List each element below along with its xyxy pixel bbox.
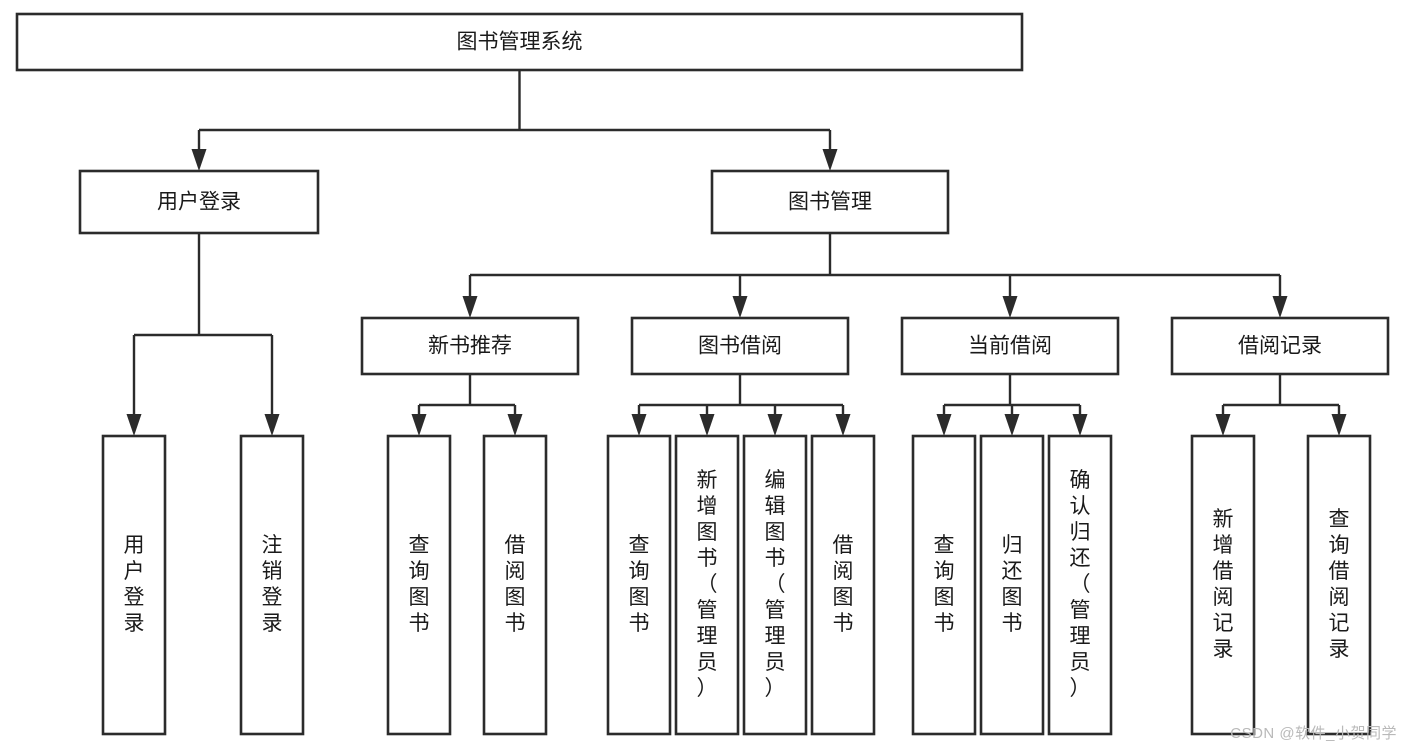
node-label-newbook: 新书推荐 (428, 335, 512, 358)
node-current[interactable]: 当前借阅 (900, 316, 1120, 376)
arrow-head-icon (835, 414, 851, 436)
node-label-leaf-borrow-lend: 借阅图书 (833, 534, 854, 635)
node-leaf-current-return[interactable]: 归还图书 (979, 434, 1045, 736)
node-leaf-new-borrow[interactable]: 借阅图书 (482, 434, 548, 736)
connector-group-login (126, 233, 280, 436)
watermark-text: CSDN @软件_小贺同学 (1230, 725, 1397, 742)
nodes-layer: 图书管理系统用户登录图书管理新书推荐图书借阅当前借阅借阅记录用户登录注销登录查询… (15, 12, 1390, 736)
node-box-leaf-user-logout[interactable] (239, 434, 305, 736)
arrow-head-icon (126, 414, 142, 436)
node-box-borrow[interactable] (630, 316, 850, 376)
connectors-layer (126, 70, 1347, 436)
node-label-leaf-new-borrow: 借阅图书 (505, 534, 526, 635)
arrow-head-icon (1331, 414, 1347, 436)
node-label-leaf-record-query: 查询借阅记录 (1329, 508, 1350, 661)
node-leaf-current-query[interactable]: 查询图书 (911, 434, 977, 736)
arrow-head-icon (1002, 296, 1018, 318)
connector-group-newbook (411, 374, 523, 436)
node-box-leaf-current-confirm[interactable] (1047, 434, 1113, 736)
connector-group-borrow (631, 374, 851, 436)
node-box-leaf-current-query[interactable] (911, 434, 977, 736)
node-box-leaf-borrow-lend[interactable] (810, 434, 876, 736)
arrow-head-icon (264, 414, 280, 436)
node-leaf-user-logout[interactable]: 注销登录 (239, 434, 305, 736)
node-label-current: 当前借阅 (968, 335, 1052, 358)
node-borrow[interactable]: 图书借阅 (630, 316, 850, 376)
node-label-leaf-borrow-add: 新增图书（管理员） (697, 469, 718, 700)
node-leaf-borrow-lend[interactable]: 借阅图书 (810, 434, 876, 736)
arrow-head-icon (1215, 414, 1231, 436)
node-leaf-record-query[interactable]: 查询借阅记录 (1306, 434, 1372, 736)
node-box-leaf-new-query[interactable] (386, 434, 452, 736)
node-label-leaf-record-add: 新增借阅记录 (1213, 508, 1234, 661)
node-leaf-borrow-edit[interactable]: 编辑图书（管理员） (742, 434, 808, 736)
arrow-head-icon (191, 149, 207, 171)
arrow-head-icon (822, 149, 838, 171)
connector-group-root (191, 70, 838, 171)
node-box-leaf-user-login[interactable] (101, 434, 167, 736)
node-box-login[interactable] (78, 169, 320, 235)
connector-group-current (936, 374, 1088, 436)
node-label-leaf-user-login: 用户登录 (124, 534, 145, 635)
node-leaf-new-query[interactable]: 查询图书 (386, 434, 452, 736)
node-leaf-current-confirm[interactable]: 确认归还（管理员） (1047, 434, 1113, 736)
node-label-records: 借阅记录 (1238, 335, 1322, 358)
node-leaf-user-login[interactable]: 用户登录 (101, 434, 167, 736)
node-label-leaf-borrow-query: 查询图书 (629, 534, 650, 635)
node-leaf-record-add[interactable]: 新增借阅记录 (1190, 434, 1256, 736)
node-records[interactable]: 借阅记录 (1170, 316, 1390, 376)
node-label-login: 用户登录 (157, 191, 241, 214)
node-box-leaf-borrow-query[interactable] (606, 434, 672, 736)
node-box-root[interactable] (15, 12, 1024, 72)
node-box-newbook[interactable] (360, 316, 580, 376)
arrow-head-icon (1004, 414, 1020, 436)
arrow-head-icon (462, 296, 478, 318)
node-box-leaf-current-return[interactable] (979, 434, 1045, 736)
node-login[interactable]: 用户登录 (78, 169, 320, 235)
node-label-leaf-borrow-edit: 编辑图书（管理员） (765, 469, 786, 700)
arrow-head-icon (1072, 414, 1088, 436)
node-label-bookmgmt: 图书管理 (788, 191, 872, 214)
node-label-root: 图书管理系统 (457, 31, 583, 54)
arrow-head-icon (732, 296, 748, 318)
arrow-head-icon (411, 414, 427, 436)
node-label-borrow: 图书借阅 (698, 335, 782, 358)
node-box-leaf-borrow-add[interactable] (674, 434, 740, 736)
node-leaf-borrow-add[interactable]: 新增图书（管理员） (674, 434, 740, 736)
arrow-head-icon (699, 414, 715, 436)
arrow-head-icon (507, 414, 523, 436)
arrow-head-icon (767, 414, 783, 436)
node-box-leaf-borrow-edit[interactable] (742, 434, 808, 736)
connector-group-records (1215, 374, 1347, 436)
node-bookmgmt[interactable]: 图书管理 (710, 169, 950, 235)
arrow-head-icon (1272, 296, 1288, 318)
node-box-bookmgmt[interactable] (710, 169, 950, 235)
node-box-leaf-record-query[interactable] (1306, 434, 1372, 736)
node-leaf-borrow-query[interactable]: 查询图书 (606, 434, 672, 736)
node-label-leaf-current-confirm: 确认归还（管理员） (1070, 469, 1091, 700)
node-newbook[interactable]: 新书推荐 (360, 316, 580, 376)
node-box-current[interactable] (900, 316, 1120, 376)
node-label-leaf-user-logout: 注销登录 (262, 534, 283, 635)
node-label-leaf-current-return: 归还图书 (1002, 534, 1023, 635)
node-root[interactable]: 图书管理系统 (15, 12, 1024, 72)
arrow-head-icon (631, 414, 647, 436)
connector-group-bookmgmt (462, 233, 1288, 318)
node-box-records[interactable] (1170, 316, 1390, 376)
node-label-leaf-new-query: 查询图书 (409, 534, 430, 635)
arrow-head-icon (936, 414, 952, 436)
node-box-leaf-record-add[interactable] (1190, 434, 1256, 736)
node-label-leaf-current-query: 查询图书 (934, 534, 955, 635)
node-box-leaf-new-borrow[interactable] (482, 434, 548, 736)
